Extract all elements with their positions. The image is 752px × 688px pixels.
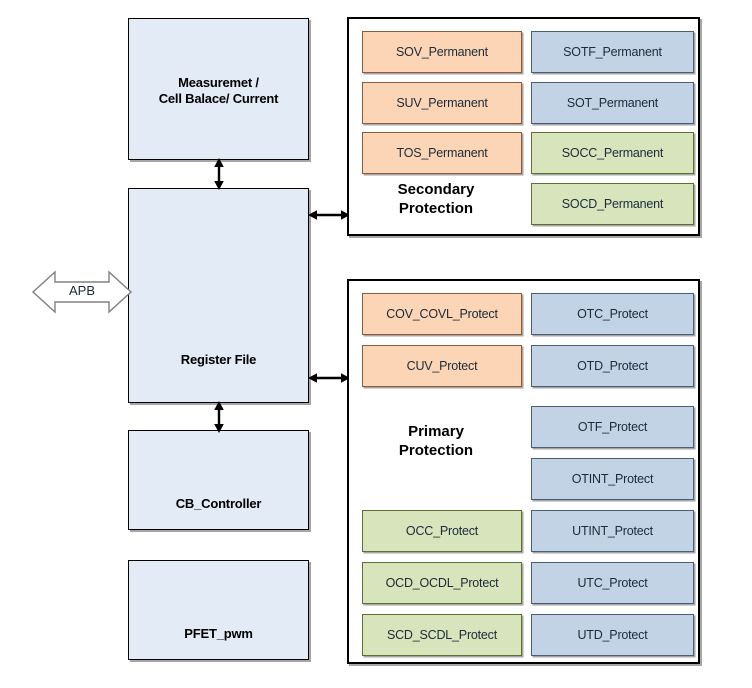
cell-cuv-protect[interactable]: CUV_Protect [362, 345, 522, 387]
cell-sotf-permanent[interactable]: SOTF_Permanent [531, 31, 694, 73]
group-primary-protection: Primary Protection COV_COVL_Protect CUV_… [347, 279, 700, 664]
cell-sot-permanent[interactable]: SOT_Permanent [531, 82, 694, 124]
block-measurement-label-line1: Measuremet / [178, 75, 259, 90]
arrow-register-primary-protection [308, 373, 350, 383]
arrow-measurement-register [214, 158, 224, 190]
arrow-register-cb-controller [214, 401, 224, 433]
block-pfet-pwm-label: PFET_pwm [184, 626, 253, 641]
group-secondary-protection-title: Secondary Protection [362, 180, 510, 218]
block-register-file[interactable]: Register File [128, 188, 309, 403]
apb-bus-arrow: APB [31, 270, 133, 314]
cell-socc-permanent[interactable]: SOCC_Permanent [531, 132, 694, 174]
block-cb-controller-label: CB_Controller [175, 496, 262, 511]
block-pfet-pwm[interactable]: PFET_pwm [128, 560, 309, 660]
group-secondary-protection-title-line1: Secondary [397, 181, 475, 198]
apb-bus-label: APB [68, 283, 95, 298]
cell-otf-protect[interactable]: OTF_Protect [531, 406, 694, 448]
group-primary-protection-title-line2: Protection [398, 442, 474, 459]
cell-otint-protect[interactable]: OTINT_Protect [531, 458, 694, 500]
group-secondary-protection: Secondary Protection SOV_Permanent SUV_P… [347, 17, 700, 236]
cell-otc-protect[interactable]: OTC_Protect [531, 293, 694, 335]
block-measurement[interactable]: Measuremet / Cell Balace/ Current [128, 18, 309, 160]
cell-suv-permanent[interactable]: SUV_Permanent [362, 82, 522, 124]
block-register-file-label: Register File [180, 352, 257, 367]
cell-ocd-ocdl-protect[interactable]: OCD_OCDL_Protect [362, 562, 522, 604]
block-cb-controller[interactable]: CB_Controller [128, 430, 309, 530]
apb-bus-arrow-icon [31, 270, 133, 314]
group-primary-protection-title: Primary Protection [362, 422, 510, 460]
cell-utc-protect[interactable]: UTC_Protect [531, 562, 694, 604]
cell-otd-protect[interactable]: OTD_Protect [531, 345, 694, 387]
cell-cov-covl-protect[interactable]: COV_COVL_Protect [362, 293, 522, 335]
arrow-register-secondary-protection [308, 210, 350, 220]
cell-utint-protect[interactable]: UTINT_Protect [531, 510, 694, 552]
block-measurement-label-line2: Cell Balace/ Current [158, 91, 279, 106]
cell-tos-permanent[interactable]: TOS_Permanent [362, 132, 522, 174]
cell-scd-scdl-protect[interactable]: SCD_SCDL_Protect [362, 614, 522, 656]
cell-sov-permanent[interactable]: SOV_Permanent [362, 31, 522, 73]
cell-utd-protect[interactable]: UTD_Protect [531, 614, 694, 656]
cell-socd-permanent[interactable]: SOCD_Permanent [531, 183, 694, 225]
group-primary-protection-title-line1: Primary [408, 423, 464, 440]
cell-occ-protect[interactable]: OCC_Protect [362, 510, 522, 552]
group-secondary-protection-title-line2: Protection [398, 200, 474, 217]
